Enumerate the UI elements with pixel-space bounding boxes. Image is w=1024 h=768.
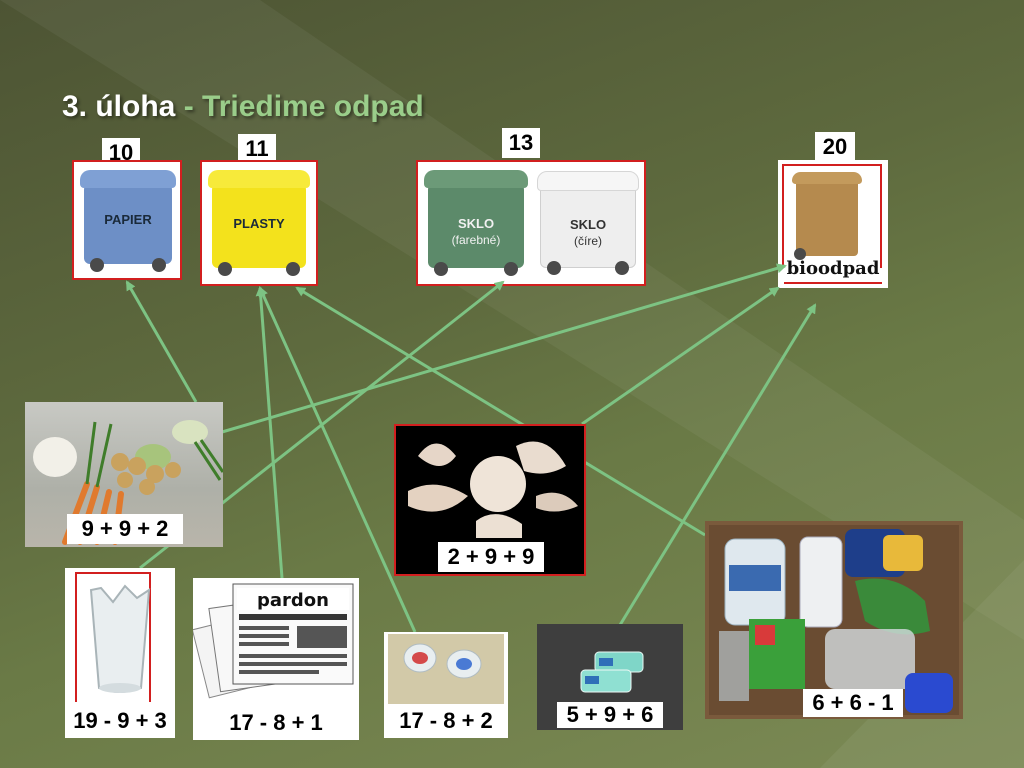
brown-bin-icon bbox=[792, 172, 862, 260]
yellow-bin-icon: PLASTY bbox=[208, 170, 310, 276]
bin-plasty[interactable]: PLASTY bbox=[200, 160, 318, 286]
bin-number-sklo: 13 bbox=[502, 128, 540, 158]
item-newspaper[interactable]: pardon 17 - 8 + 1 bbox=[193, 578, 359, 740]
item-expression-glass: 19 - 9 + 3 bbox=[65, 706, 175, 736]
item-candy[interactable]: 17 - 8 + 2 bbox=[384, 632, 508, 738]
bin-label-plasty: PLASTY bbox=[233, 216, 285, 231]
bin-label-papier: PAPIER bbox=[104, 212, 152, 227]
title-dash: - bbox=[175, 90, 203, 123]
bin-bioodpad[interactable]: bioodpad bbox=[778, 160, 888, 288]
item-expression-eggshells: 2 + 9 + 9 bbox=[438, 542, 544, 572]
bin-number-plasty: 11 bbox=[238, 134, 276, 164]
bin-label-sklo-farebne: SKLO bbox=[457, 216, 495, 231]
newspaper-masthead: pardon bbox=[257, 590, 329, 611]
item-tissues[interactable]: 5 + 9 + 6 bbox=[537, 624, 683, 730]
glass-icon bbox=[89, 584, 151, 693]
item-glass[interactable]: 19 - 9 + 3 bbox=[65, 568, 175, 738]
bin-papier[interactable]: PAPIER bbox=[72, 160, 182, 280]
white-bin-icon: SKLO (číre) bbox=[537, 171, 639, 275]
candy-wrapper-icon bbox=[403, 643, 482, 679]
tissue-pack-icon bbox=[580, 651, 644, 693]
bin-number-bioodpad: 20 bbox=[815, 132, 855, 162]
item-expression-newspaper: 17 - 8 + 1 bbox=[213, 708, 339, 738]
bin-label-farebne: (farebné) bbox=[451, 233, 501, 247]
eggshell-icon bbox=[408, 441, 578, 538]
blue-bin-icon: PAPIER bbox=[80, 170, 176, 272]
bin-label-sklo-cire: SKLO bbox=[569, 217, 607, 232]
item-eggshells[interactable]: 2 + 9 + 9 bbox=[394, 424, 586, 576]
arrow-vegetables-to-bioodpad bbox=[221, 263, 787, 434]
arrow-newspaper-to-plasty bbox=[255, 286, 284, 579]
title-accent: Triedime odpad bbox=[202, 90, 424, 123]
arrow-tissues-to-bioodpad bbox=[618, 303, 817, 626]
arrow-bottles-to-plasty bbox=[295, 286, 706, 537]
arrow-vegetables-to-papier bbox=[125, 280, 198, 403]
item-expression-vegetables: 9 + 9 + 2 bbox=[67, 514, 183, 544]
bin-label-bioodpad: bioodpad bbox=[786, 258, 880, 279]
green-bin-icon: SKLO (farebné) bbox=[424, 170, 528, 276]
vegetables-icon bbox=[33, 420, 223, 545]
item-expression-tissues: 5 + 9 + 6 bbox=[557, 702, 663, 728]
arrow-eggshells-to-bioodpad bbox=[581, 286, 780, 426]
item-vegetables[interactable]: 9 + 9 + 2 bbox=[25, 402, 223, 547]
plastic-bottles-icon bbox=[709, 525, 959, 715]
item-expression-bottles: 6 + 6 - 1 bbox=[803, 689, 903, 717]
bin-label-cire: (číre) bbox=[574, 234, 602, 248]
arrow-candy-to-plasty bbox=[258, 286, 417, 633]
item-expression-candy: 17 - 8 + 2 bbox=[386, 706, 506, 736]
item-bottles[interactable]: 6 + 6 - 1 bbox=[705, 521, 963, 719]
bin-sklo[interactable]: SKLO (farebné) SKLO (číre) bbox=[416, 160, 646, 286]
newspaper-icon: pardon bbox=[193, 583, 354, 699]
page-title: 3. úloha - Triedime odpad bbox=[62, 90, 424, 124]
title-prefix: 3. úloha bbox=[62, 90, 176, 123]
